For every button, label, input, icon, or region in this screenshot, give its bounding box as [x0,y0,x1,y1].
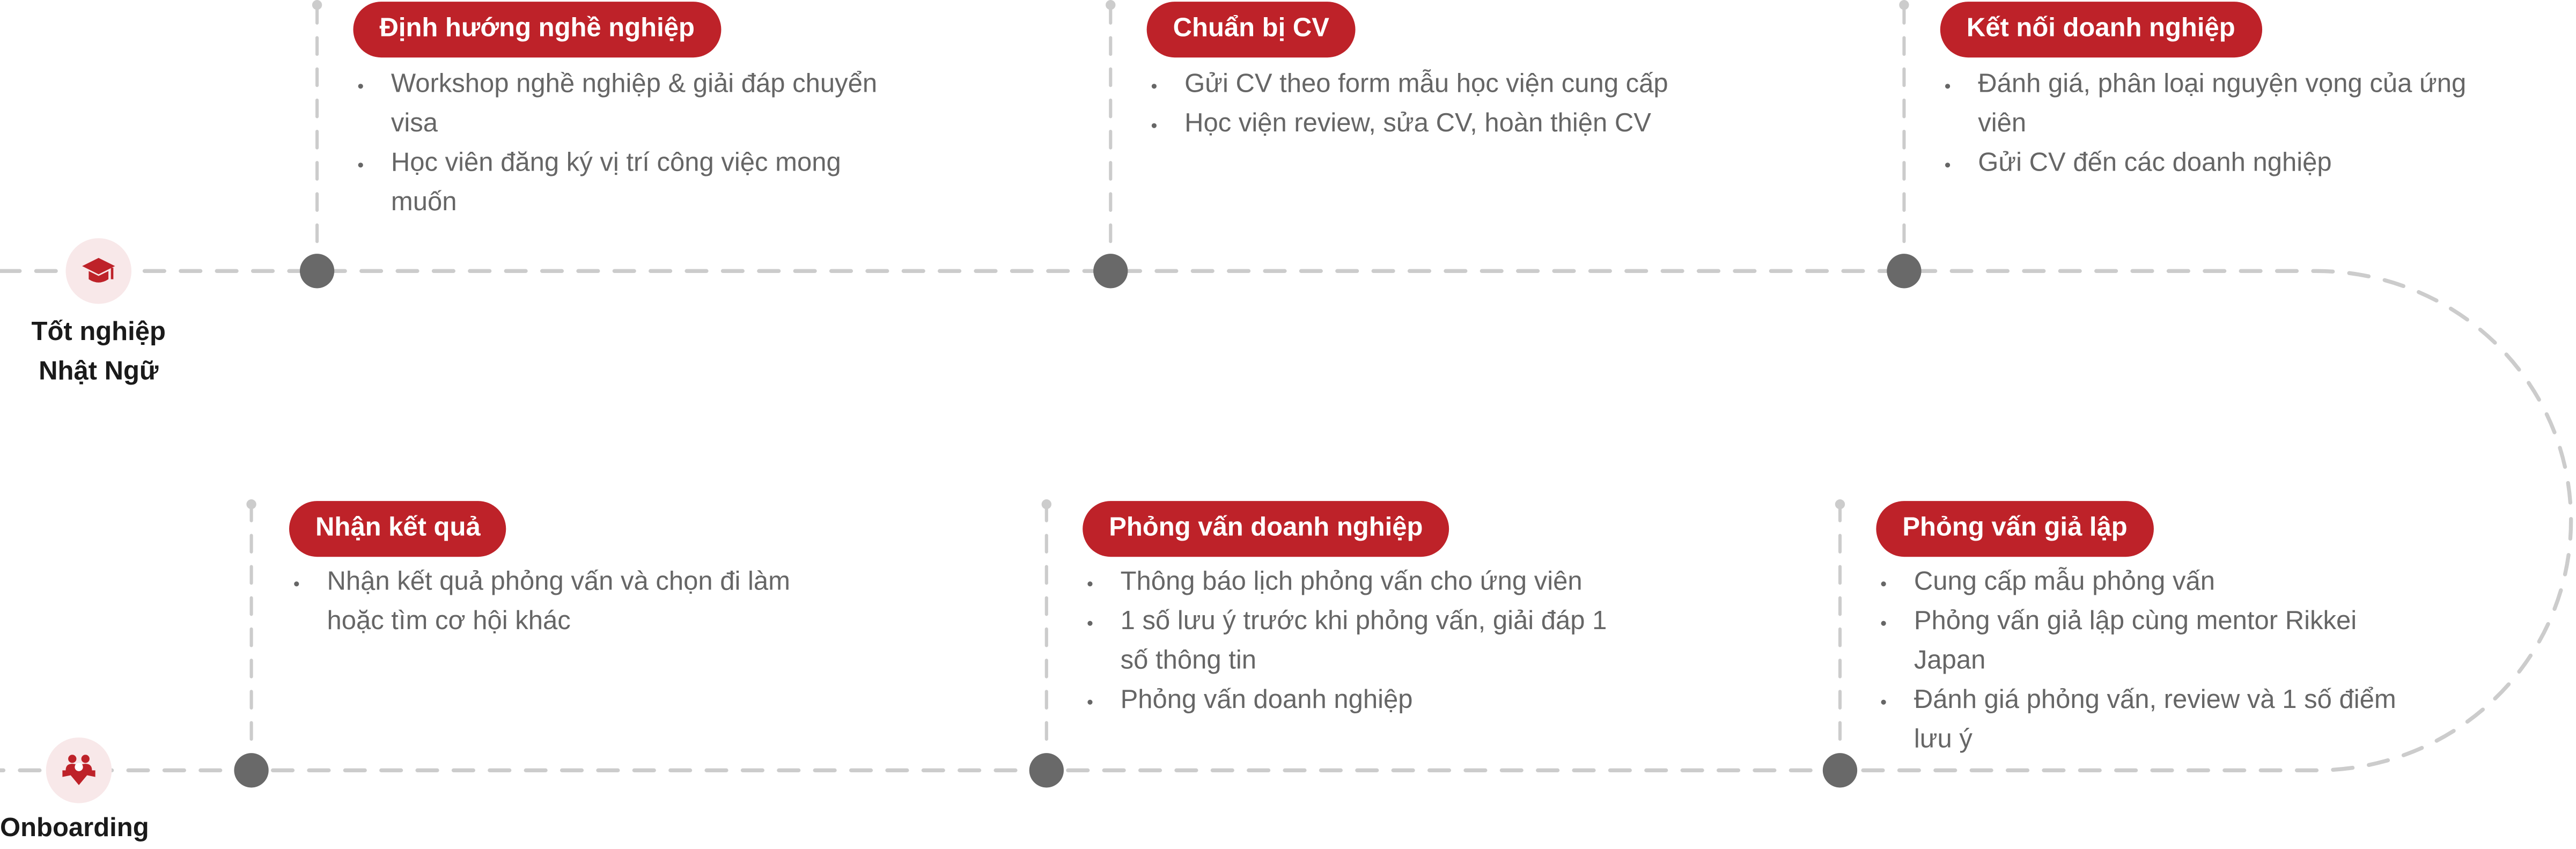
timeline-node [234,753,269,788]
step-bullet: Gửi CV đến các doanh nghiệp [1942,145,2468,184]
timeline-node [299,254,335,289]
handshake-team-icon [46,737,112,803]
connector-end-dot [246,499,256,510]
connector-end-dot [1835,499,1845,510]
step-bullet: Nhận kết quả phỏng vấn và chọn đi làm ho… [291,563,816,642]
step-bullet: Workshop nghề nghiệp & giải đáp chuyển v… [355,66,881,145]
step-bullet: Học viện review, sửa CV, hoàn thiện CV [1149,105,1674,145]
step-title-pill: Phỏng vấn doanh nghiệp [1083,501,1449,557]
start-label-line: Tốt nghiệp [31,319,166,347]
connector-end-dot [1899,0,1909,10]
step-title-pill: Chuẩn bị CV [1146,2,1356,58]
timeline-dashed-path [0,269,2573,772]
timeline-node [1093,254,1128,289]
step-title-pill: Kết nối doanh nghiệp [1940,2,2262,58]
step-title-pill: Phỏng vấn giả lập [1876,501,2154,557]
step-bullet: Học viên đăng ký vị trí công việc mong m… [355,145,881,224]
step-bullet: Phỏng vấn giả lập cùng mentor Rikkei Jap… [1878,603,2403,682]
timeline-node [1029,753,1064,788]
connector-end-dot [1041,499,1051,510]
step-bullet: 1 số lưu ý trước khi phỏng vấn, giải đáp… [1084,603,1610,682]
step-bullet: Cung cấp mẫu phỏng vấn [1878,563,2403,603]
step-title-pill: Định hướng nghề nghiệp [353,2,721,58]
connector-end-dot [1106,0,1116,10]
step-bullet: Đánh giá phỏng vấn, review và 1 số điểm … [1878,682,2403,761]
timeline-node [1822,753,1858,788]
start-label-line: Nhật Ngữ [39,358,159,386]
graduation-cap-icon [65,238,131,304]
step-bullet: Phỏng vấn doanh nghiệp [1084,682,1610,721]
timeline-node [1887,254,1922,289]
step-bullet: Gửi CV theo form mẫu học viện cung cấp [1149,66,1674,106]
connector-end-dot [312,0,322,10]
end-milestone-label: Onboarding [0,815,149,843]
start-milestone-label: Tốt nghiệp Nhật Ngữ [0,314,197,393]
step-bullet: Đánh giá, phân loại nguyện vọng của ứng … [1942,66,2468,145]
step-title-pill: Nhận kết quả [289,501,507,557]
step-bullet: Thông báo lịch phỏng vấn cho ứng viên [1084,563,1610,603]
